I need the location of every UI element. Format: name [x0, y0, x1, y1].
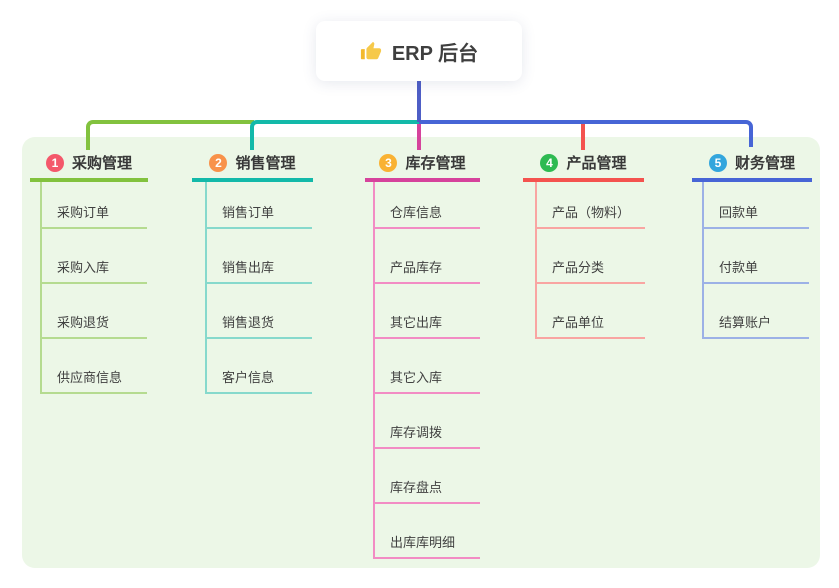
- child-node[interactable]: 销售订单: [207, 182, 312, 229]
- branches-panel: [22, 137, 820, 568]
- child-node[interactable]: 产品单位: [537, 284, 645, 339]
- child-node[interactable]: 付款单: [704, 229, 809, 284]
- branch-heading-sales[interactable]: 2 销售管理: [192, 147, 313, 182]
- child-node[interactable]: 其它出库: [375, 284, 480, 339]
- root-node[interactable]: ERP 后台: [316, 21, 522, 81]
- child-node[interactable]: 产品库存: [375, 229, 480, 284]
- child-node[interactable]: 结算账户: [704, 284, 809, 339]
- branch-heading-purchase[interactable]: 1 采购管理: [30, 147, 148, 182]
- branch-children-sales: 销售订单 销售出库 销售退货 客户信息: [205, 182, 312, 394]
- branch-number-badge: 3: [379, 153, 398, 172]
- branch-label: 采购管理: [71, 155, 132, 172]
- connector-root-edge: [417, 81, 421, 122]
- branch-number-badge: 4: [540, 153, 559, 172]
- connector-branch-finance: [419, 120, 753, 147]
- branch-children-purchase: 采购订单 采购入库 采购退货 供应商信息: [40, 182, 147, 394]
- child-node[interactable]: 采购入库: [42, 229, 147, 284]
- branch-children-inventory: 仓库信息 产品库存 其它出库 其它入库 库存调拨 库存盘点 出库库明细: [373, 182, 480, 559]
- branch-label: 财务管理: [734, 155, 795, 172]
- child-node[interactable]: 其它入库: [375, 339, 480, 394]
- branch-heading-product[interactable]: 4 产品管理: [523, 147, 644, 182]
- connector-drop-inventory: [417, 122, 421, 150]
- child-node[interactable]: 客户信息: [207, 339, 312, 394]
- thumbs-up-icon: [360, 40, 382, 62]
- branch-number-badge: 5: [708, 153, 727, 172]
- child-node[interactable]: 销售出库: [207, 229, 312, 284]
- child-node[interactable]: 产品分类: [537, 229, 645, 284]
- branch-heading-inventory[interactable]: 3 库存管理: [365, 147, 480, 182]
- branch-heading-finance[interactable]: 5 财务管理: [692, 147, 812, 182]
- root-node-label: ERP 后台: [391, 42, 479, 65]
- child-node[interactable]: 销售退货: [207, 284, 312, 339]
- branch-number-badge: 2: [209, 153, 228, 172]
- child-node[interactable]: 库存盘点: [375, 449, 480, 504]
- branch-children-product: 产品（物料） 产品分类 产品单位: [535, 182, 645, 339]
- branch-label: 销售管理: [235, 155, 296, 172]
- child-node[interactable]: 采购退货: [42, 284, 147, 339]
- child-node[interactable]: 供应商信息: [42, 339, 147, 394]
- child-node[interactable]: 库存调拨: [375, 394, 480, 449]
- branch-number-badge: 1: [45, 153, 64, 172]
- branch-children-finance: 回款单 付款单 结算账户: [702, 182, 809, 339]
- connector-drop-product: [581, 122, 585, 150]
- child-node[interactable]: 出库库明细: [375, 504, 480, 559]
- branch-label: 产品管理: [566, 155, 627, 172]
- child-node[interactable]: 产品（物料）: [537, 182, 645, 229]
- child-node[interactable]: 回款单: [704, 182, 809, 229]
- branch-label: 库存管理: [405, 155, 466, 172]
- connector-branch-purchase: [86, 120, 254, 150]
- child-node[interactable]: 仓库信息: [375, 182, 480, 229]
- connector-branch-sales: [250, 120, 421, 150]
- child-node[interactable]: 采购订单: [42, 182, 147, 229]
